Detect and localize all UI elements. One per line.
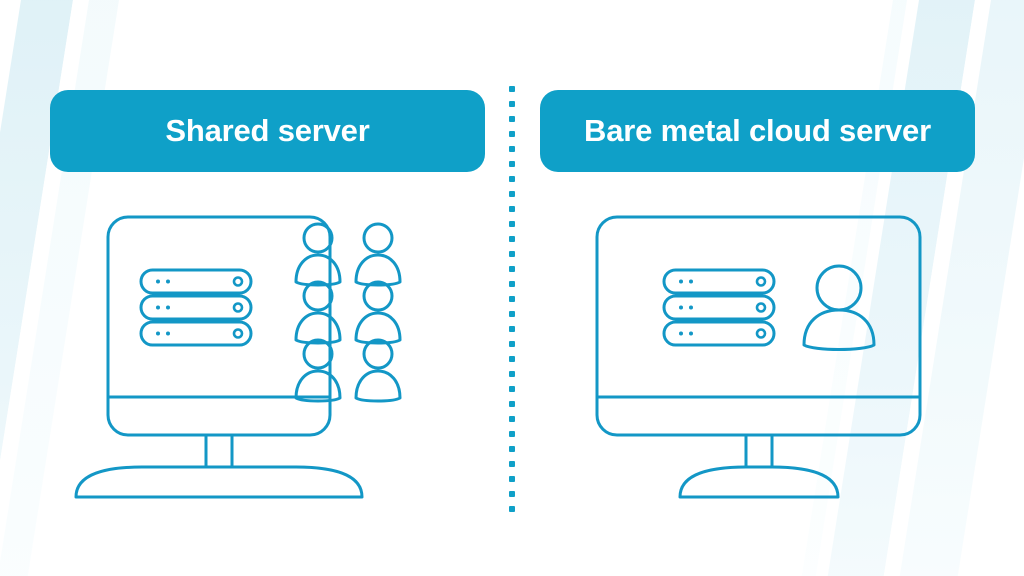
dotted-line-icon bbox=[509, 86, 515, 512]
panel-title-shared-server: Shared server bbox=[165, 113, 370, 148]
panel-title-bare-metal-cloud-server: Bare metal cloud server bbox=[584, 113, 931, 148]
monitor-illustration-bare-metal bbox=[595, 215, 922, 499]
server-unit-2 bbox=[662, 294, 776, 321]
server-dials bbox=[755, 276, 767, 339]
user-icon bbox=[354, 222, 402, 287]
server-unit-2 bbox=[139, 294, 253, 321]
server-stack-icon bbox=[139, 268, 253, 347]
monitor-base-icon bbox=[74, 465, 364, 499]
server-stack-icon bbox=[662, 268, 776, 347]
server-leds bbox=[156, 279, 170, 336]
user-icon bbox=[354, 280, 402, 345]
server-unit-1 bbox=[662, 268, 776, 295]
user-group-icon bbox=[802, 264, 876, 351]
server-leds bbox=[679, 279, 693, 336]
server-unit-1 bbox=[139, 268, 253, 295]
user-icon bbox=[294, 280, 342, 345]
monitor-frame-icon bbox=[106, 215, 332, 437]
panel-shared-server: Shared server bbox=[0, 90, 512, 508]
server-dials bbox=[232, 276, 244, 339]
title-pill-shared-server[interactable]: Shared server bbox=[50, 90, 485, 172]
title-pill-bare-metal-cloud-server[interactable]: Bare metal cloud server bbox=[540, 90, 975, 172]
user-icon bbox=[294, 338, 342, 403]
monitor-illustration-shared bbox=[74, 215, 402, 499]
monitor-base-icon bbox=[678, 465, 840, 499]
user-group-icon bbox=[294, 222, 402, 403]
panel-bare-metal-cloud-server: Bare metal cloud server bbox=[512, 0, 1024, 576]
monitor-neck-icon bbox=[204, 433, 234, 469]
server-unit-3 bbox=[139, 320, 253, 347]
monitor-frame-icon bbox=[595, 215, 922, 437]
server-unit-3 bbox=[662, 320, 776, 347]
user-icon bbox=[802, 264, 876, 351]
user-icon bbox=[354, 338, 402, 403]
monitor-neck-icon bbox=[744, 433, 774, 469]
illustration-shared-server bbox=[0, 208, 512, 508]
user-icon bbox=[294, 222, 342, 287]
panel-divider-dotted bbox=[507, 86, 517, 514]
illustration-bare-metal-cloud-server bbox=[512, 208, 1024, 508]
